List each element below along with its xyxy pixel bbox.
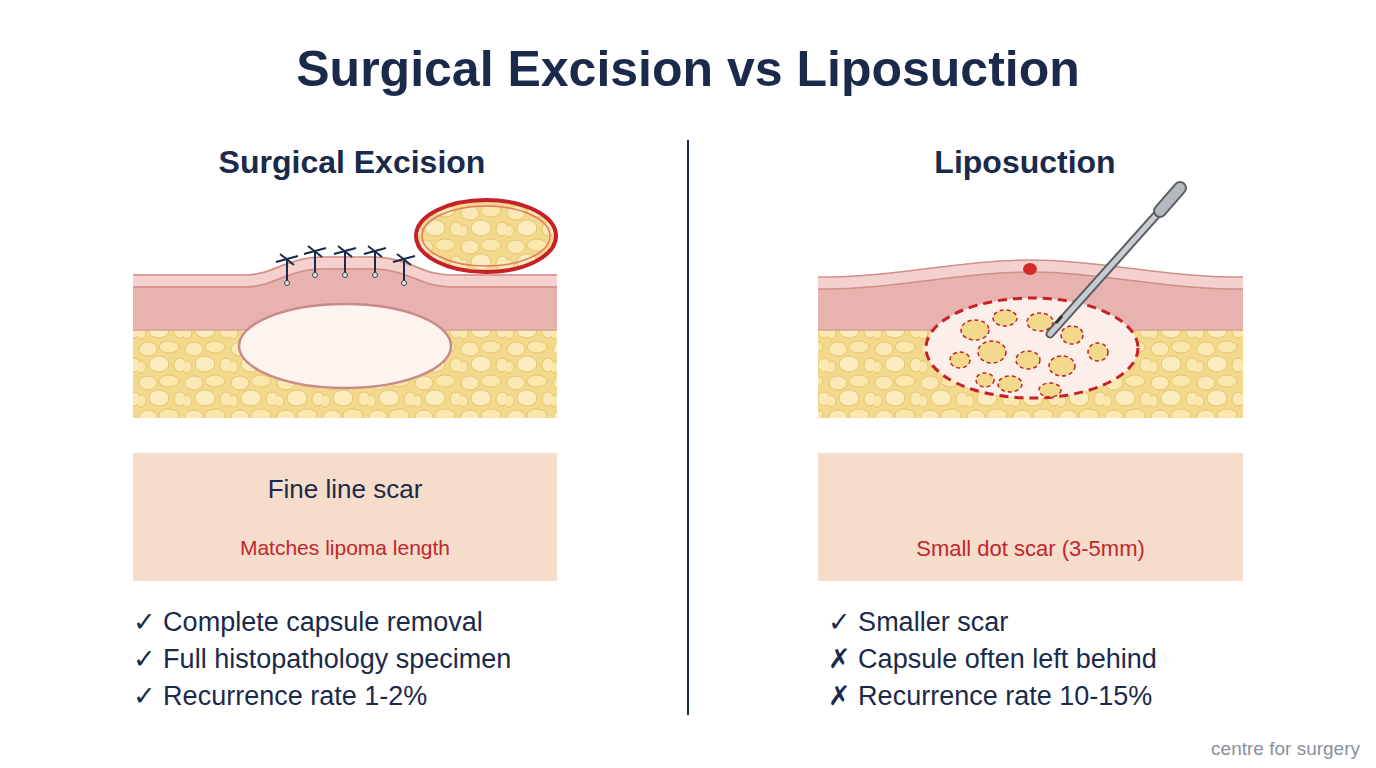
advantage-item: ✓ Recurrence rate 1-2% (133, 679, 673, 713)
disadvantage-item: ✗ Recurrence rate 10-15% (828, 679, 1358, 713)
column-heading: Surgical Excision (52, 142, 652, 182)
scar-box: Fine line scarMatches lipoma length (133, 453, 557, 581)
scar-note: Small dot scar (3-5mm) (818, 535, 1243, 563)
scar-box: Small dot scar (3-5mm) (818, 453, 1243, 581)
divider (687, 140, 689, 715)
advantage-item: ✓ Complete capsule removal (133, 605, 673, 639)
scar-note: Matches lipoma length (133, 535, 557, 561)
disadvantage-item: ✗ Capsule often left behind (828, 642, 1358, 676)
scar-heading: Fine line scar (133, 473, 557, 505)
advantage-item: ✓ Full histopathology specimen (133, 642, 673, 676)
title: Surgical Excision vs Liposuction (0, 38, 1376, 100)
column-heading: Liposuction (725, 142, 1325, 182)
excision-illustration (133, 200, 557, 418)
watermark: centre for surgery (1000, 737, 1360, 761)
advantage-item: ✓ Smaller scar (828, 605, 1358, 639)
liposuction-illustration (818, 188, 1243, 418)
